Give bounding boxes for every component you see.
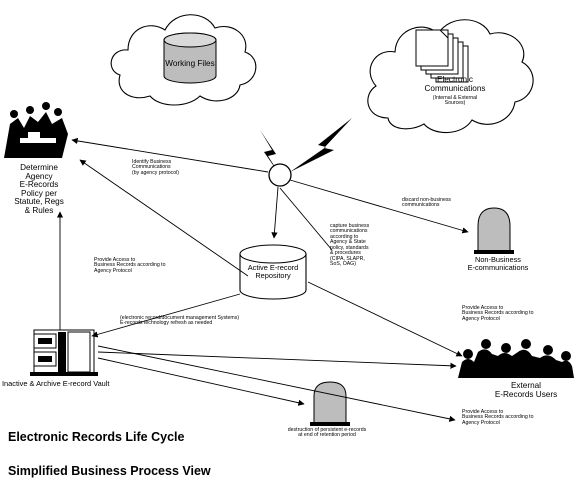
destruction-tombstone-icon	[310, 381, 350, 426]
provide-access-upper-label: Provide Access to Business Records accor…	[462, 305, 534, 322]
vault-label: Inactive & Archive E-record Vault	[2, 379, 110, 388]
diagram-svg	[4, 14, 574, 426]
diagram-canvas: Working Files Electronic Communications …	[2, 14, 574, 478]
determine-policy-label: Determine Agency E-Records Policy per St…	[14, 163, 64, 216]
external-users-label: External E-Records Users	[494, 381, 558, 399]
working-files-label: Working Files	[165, 59, 215, 68]
external-users-crowd-icon	[458, 339, 574, 378]
electronic-management-flow-label: (electronic record/document management S…	[120, 315, 240, 327]
discard-flow-label: discard non-business communications	[402, 197, 452, 209]
provide-access-lower-label: Provide Access to Business Records accor…	[462, 409, 534, 426]
vault-cabinet-icon	[30, 329, 98, 376]
capture-flow-label: capture business communications accordin…	[330, 223, 370, 268]
non-business-label: Non-Business E-communications	[467, 255, 529, 272]
electronic-communications-label: Electronic Communications	[424, 75, 486, 93]
meeting-people-icon	[4, 102, 68, 158]
diagram-title: Electronic Records Life Cycle Simplified…	[8, 412, 268, 496]
electronic-communications-sublabel: (Internal & External Sources)	[432, 95, 478, 107]
identify-flow-label: Identify Business Communications (by age…	[132, 159, 179, 176]
documents-icon	[415, 29, 469, 83]
working-files-database-icon	[163, 32, 217, 84]
title-line-1: Electronic Records Life Cycle	[8, 429, 185, 444]
lightning-bolt-icon	[260, 118, 352, 178]
title-line-2: Simplified Business Process View	[8, 463, 211, 478]
hub-node	[268, 163, 292, 187]
provide-access-left-label: Provide Access to Business Records accor…	[94, 257, 166, 274]
non-business-tombstone-icon	[474, 207, 514, 254]
repository-label: Active E-record Repository	[247, 263, 299, 280]
repository-database-icon	[239, 244, 307, 300]
connectors	[56, 137, 469, 422]
destruction-label: destruction of persistent e-records at e…	[287, 427, 367, 439]
